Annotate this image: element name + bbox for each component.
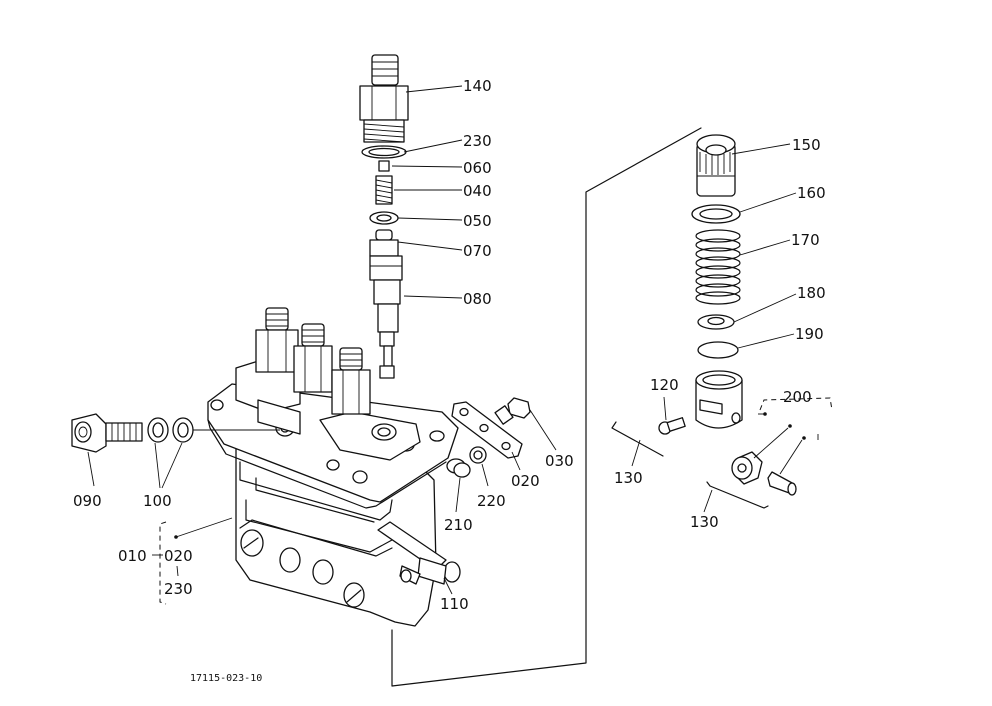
- callout-130-b: 130: [690, 513, 719, 531]
- spring-040: [375, 175, 393, 205]
- callout-020-right: 020: [511, 472, 540, 490]
- drawing-id: 17115-023-10: [190, 673, 262, 684]
- callout-050: 050: [463, 212, 492, 230]
- callout-120: 120: [650, 376, 679, 394]
- callout-040: 040: [463, 182, 492, 200]
- plunger-barrel-080: [369, 255, 403, 379]
- callout-180: 180: [797, 284, 826, 302]
- bushing-210: [446, 458, 471, 478]
- spring-170: [695, 229, 741, 305]
- cap-150: [696, 134, 736, 197]
- outlet-1: [255, 307, 299, 373]
- callout-110: 110: [440, 595, 469, 613]
- screw-120: [658, 417, 686, 435]
- bolt-030: [494, 397, 531, 425]
- callout-030: 030: [545, 452, 574, 470]
- outlet-2: [293, 323, 333, 393]
- leader-200-roller: [753, 427, 789, 459]
- callout-150: 150: [792, 136, 821, 154]
- callout-100: 100: [143, 492, 172, 510]
- spring-seat-060: [378, 160, 390, 172]
- callout-220: 220: [477, 492, 506, 510]
- callout-230-top: 230: [463, 132, 492, 150]
- roller-200: [731, 451, 763, 485]
- group-200-bracket: [758, 397, 833, 440]
- shim-190: [697, 341, 739, 359]
- cover-plate-020: [451, 401, 523, 459]
- washer-220: [469, 446, 487, 464]
- pump-body: [207, 357, 459, 627]
- seat-180: [697, 314, 735, 330]
- pin-130-a: [611, 421, 664, 457]
- callout-labels: 140 230 060 040 050 070 080 150 160 170 …: [73, 77, 826, 684]
- callout-160: 160: [797, 184, 826, 202]
- control-rod-110: [377, 521, 461, 585]
- callout-130-a: 130: [614, 469, 643, 487]
- callout-060: 060: [463, 159, 492, 177]
- callout-090: 090: [73, 492, 102, 510]
- delivery-valve-070: [369, 229, 399, 257]
- outlet-3: [331, 347, 371, 415]
- washer-160: [691, 204, 741, 224]
- callout-080: 080: [463, 290, 492, 308]
- delivery-valve-holder-140: [359, 54, 409, 143]
- callout-140: 140: [463, 77, 492, 95]
- washers-100: [147, 417, 194, 443]
- callout-230-left: 230: [164, 580, 193, 598]
- callout-070: 070: [463, 242, 492, 260]
- gasket-050: [369, 211, 399, 225]
- pin-200: [767, 471, 797, 496]
- callout-190: 190: [795, 325, 824, 343]
- gasket-230-top: [361, 145, 407, 159]
- callout-210: 210: [444, 516, 473, 534]
- group-010-bracket: [152, 517, 233, 605]
- callout-010: 010: [118, 547, 147, 565]
- leader-lines: [87, 85, 797, 595]
- callout-020-left: 020: [164, 547, 193, 565]
- tappet-200: [695, 370, 743, 429]
- bolt-090: [71, 413, 143, 453]
- callout-200: 200: [783, 388, 812, 406]
- assembly-bracket-line: [391, 127, 702, 687]
- leader-200-pin: [779, 439, 803, 475]
- callout-170: 170: [791, 231, 820, 249]
- pin-130-b: [706, 481, 769, 509]
